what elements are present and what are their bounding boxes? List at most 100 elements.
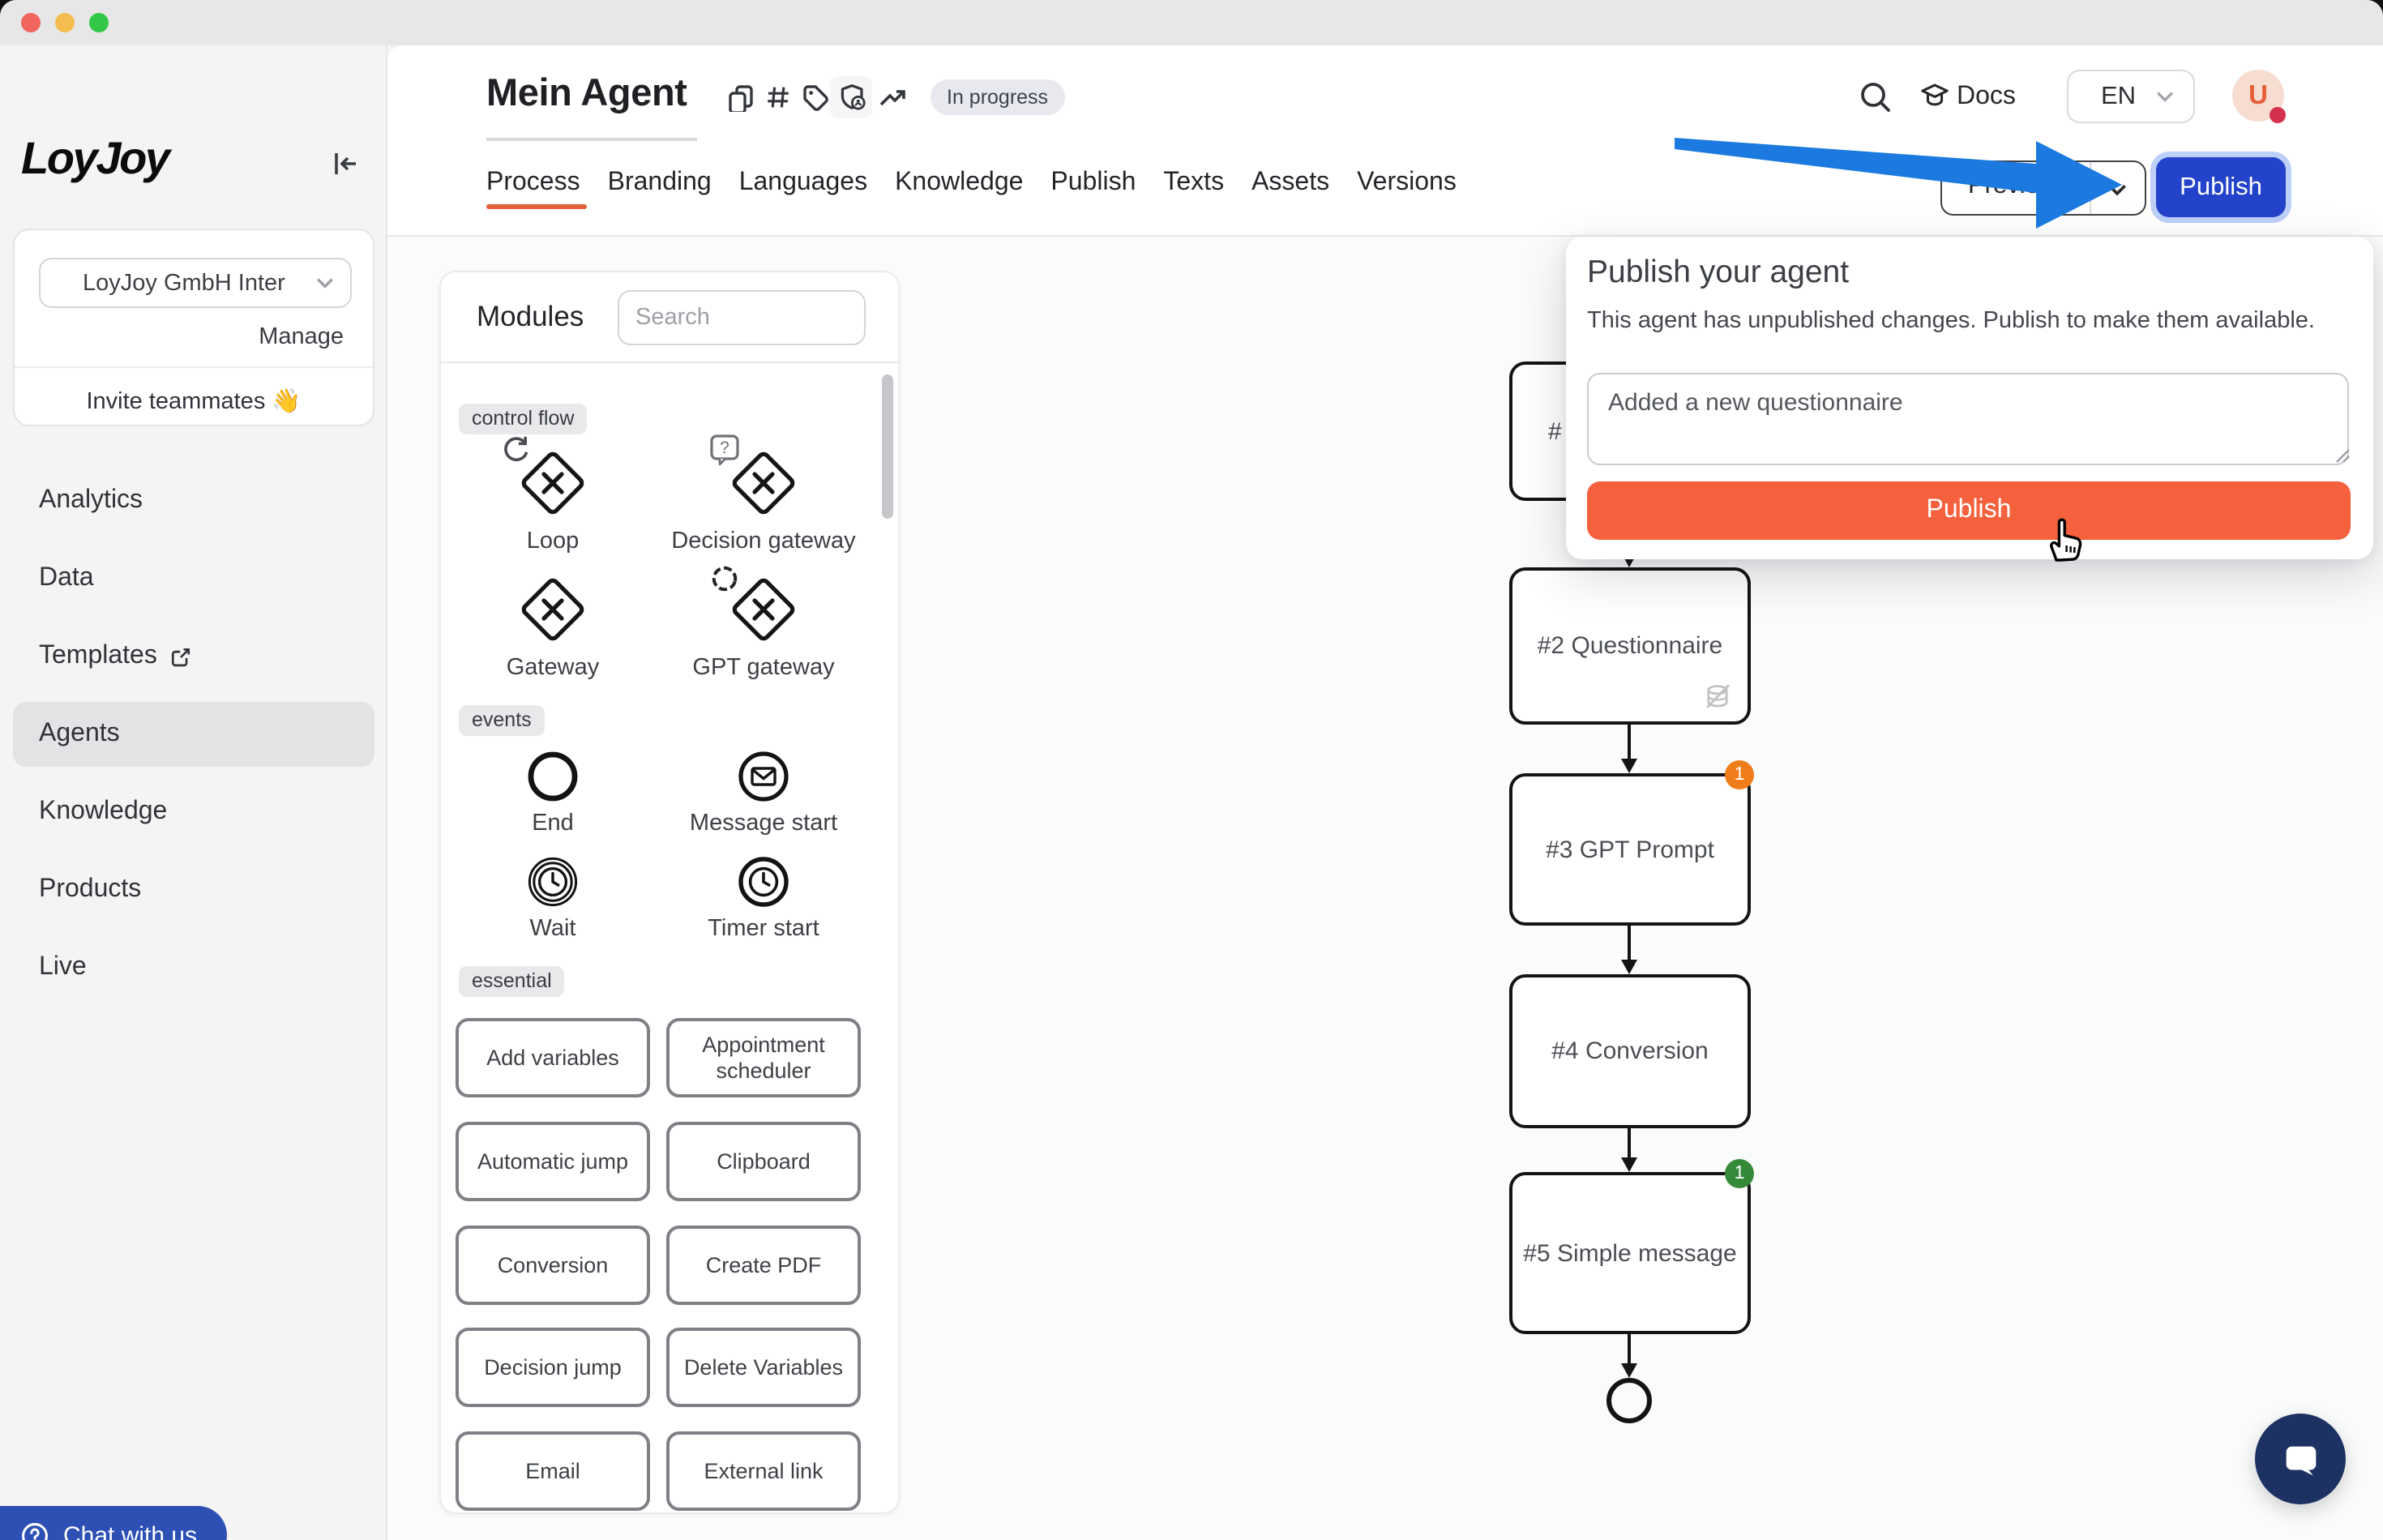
zoom-window-button[interactable]: [89, 13, 109, 32]
svg-text:?: ?: [720, 438, 729, 457]
active-tab-indicator: [486, 204, 587, 209]
title-underline: [486, 138, 697, 140]
modules-search-input[interactable]: [618, 290, 866, 345]
agent-title[interactable]: Mein Agent: [486, 71, 687, 113]
flow-node-3-gpt-prompt[interactable]: #3 GPT Prompt: [1509, 773, 1751, 926]
scrollbar-thumb[interactable]: [882, 374, 893, 519]
chevron-down-icon: [317, 278, 333, 289]
module-gpt-gateway[interactable]: [666, 566, 861, 648]
loop-gateway-icon: [521, 451, 584, 515]
sidebar-item-analytics[interactable]: Analytics: [39, 486, 143, 514]
module-loop[interactable]: [456, 436, 650, 522]
module-clipboard[interactable]: Clipboard: [666, 1122, 861, 1201]
tab-texts[interactable]: Texts: [1163, 169, 1225, 196]
sidebar-item-data[interactable]: Data: [39, 564, 94, 592]
sidebar-item-products[interactable]: Products: [39, 875, 142, 903]
tab-process[interactable]: Process: [486, 169, 580, 196]
loyjoy-logo: LoyJoy: [21, 133, 170, 183]
speech-bubble-icon: [2285, 1445, 2316, 1475]
module-automatic-jump[interactable]: Automatic jump: [456, 1122, 650, 1201]
module-delete-variables[interactable]: Delete Variables: [666, 1328, 861, 1407]
flow-arrowhead: [1620, 960, 1636, 974]
copy-icon[interactable]: [726, 83, 755, 112]
module-message-start[interactable]: [666, 747, 861, 806]
module-create-pdf[interactable]: Create PDF: [666, 1226, 861, 1305]
flow-end-event[interactable]: [1606, 1378, 1652, 1423]
trending-up-icon[interactable]: [877, 83, 906, 112]
hash-icon[interactable]: [764, 83, 793, 112]
search-icon[interactable]: [1858, 79, 1893, 115]
invite-teammates-button[interactable]: Invite teammates 👋: [86, 389, 302, 415]
section-essential: essential: [459, 966, 565, 997]
module-end[interactable]: [456, 747, 650, 806]
flow-connector: [1627, 1334, 1632, 1363]
end-event-icon: [528, 751, 578, 802]
sidebar-item-live[interactable]: Live: [39, 953, 87, 981]
external-link-icon: [171, 647, 190, 666]
sidebar-item-agents[interactable]: Agents: [13, 702, 374, 767]
tab-versions[interactable]: Versions: [1357, 169, 1457, 196]
publish-note-textarea[interactable]: Added a new questionnaire: [1587, 373, 2349, 465]
module-decision-gateway[interactable]: ?: [666, 434, 861, 522]
tab-knowledge[interactable]: Knowledge: [895, 169, 1024, 196]
module-external-link[interactable]: External link: [666, 1431, 861, 1511]
chat-fab[interactable]: [2255, 1414, 2346, 1504]
chat-with-us-button[interactable]: Chat with us: [0, 1506, 227, 1540]
module-add-variables[interactable]: Add variables: [456, 1018, 650, 1097]
openai-icon: [712, 566, 738, 592]
textarea-resize-grip[interactable]: [2334, 447, 2351, 464]
question-tooltip-icon: ?: [710, 434, 739, 466]
module-email[interactable]: Email: [456, 1431, 650, 1511]
popover-publish-button[interactable]: Publish: [1587, 481, 2351, 540]
flow-node-5-simple-message[interactable]: #5 Simple message: [1509, 1172, 1751, 1334]
close-window-button[interactable]: [21, 13, 41, 32]
organization-select-value: LoyJoy GmbH Inter: [83, 270, 285, 296]
module-gateway[interactable]: [456, 571, 650, 648]
publish-popover: Publish your agent This agent has unpubl…: [1566, 237, 2373, 559]
chevron-down-icon[interactable]: [2107, 183, 2127, 196]
divider: [441, 361, 898, 363]
collapse-sidebar-button[interactable]: [323, 141, 368, 186]
language-select[interactable]: EN: [2067, 70, 2195, 123]
sidebar-item-templates[interactable]: Templates: [13, 624, 374, 689]
module-wait[interactable]: [456, 853, 650, 911]
sidebar: LoyJoy LoyJoy GmbH Inter Manage Invite t…: [0, 45, 387, 1540]
tab-branding[interactable]: Branding: [607, 169, 712, 196]
flow-connector: [1627, 926, 1632, 960]
manage-link[interactable]: Manage: [259, 324, 344, 350]
popover-description: This agent has unpublished changes. Publ…: [1587, 308, 2315, 334]
minimize-window-button[interactable]: [55, 13, 75, 32]
modules-panel-title: Modules: [477, 300, 584, 332]
publish-button[interactable]: Publish: [2156, 157, 2286, 217]
tab-languages[interactable]: Languages: [738, 169, 868, 196]
preview-split-button[interactable]: Preview: [1940, 160, 2146, 216]
collapse-left-icon: [335, 153, 356, 174]
flow-node-2-questionnaire[interactable]: #2 Questionnaire: [1509, 567, 1751, 725]
flow-node-4-conversion[interactable]: #4 Conversion: [1509, 974, 1751, 1128]
module-decision-jump[interactable]: Decision jump: [456, 1328, 650, 1407]
docs-button[interactable]: Docs: [1919, 81, 2016, 112]
sidebar-item-knowledge[interactable]: Knowledge: [39, 798, 168, 825]
organization-card: LoyJoy GmbH Inter Manage Invite teammate…: [13, 229, 374, 426]
organization-select[interactable]: LoyJoy GmbH Inter: [39, 258, 352, 308]
decision-gateway-icon: [732, 451, 795, 515]
module-conversion[interactable]: Conversion: [456, 1226, 650, 1305]
tag-icon[interactable]: [801, 83, 830, 112]
flow-arrowhead: [1620, 1363, 1636, 1378]
module-timer-start[interactable]: [666, 853, 861, 911]
gpt-gateway-icon: [732, 578, 795, 641]
shield-user-icon[interactable]: [838, 83, 867, 112]
message-start-icon: [738, 751, 789, 802]
module-appointment-scheduler[interactable]: Appointment scheduler: [666, 1018, 861, 1097]
notification-dot: [2270, 107, 2286, 123]
tab-assets[interactable]: Assets: [1251, 169, 1330, 196]
docs-icon: [1921, 83, 1949, 106]
tab-publish[interactable]: Publish: [1050, 169, 1136, 196]
flow-connector: [1627, 725, 1632, 759]
divider: [2090, 162, 2091, 214]
flow-arrowhead: [1620, 1157, 1636, 1172]
node-5-change-badge: 1: [1725, 1159, 1754, 1188]
chevron-down-icon: [2157, 92, 2173, 102]
titlebar: [0, 0, 2383, 45]
